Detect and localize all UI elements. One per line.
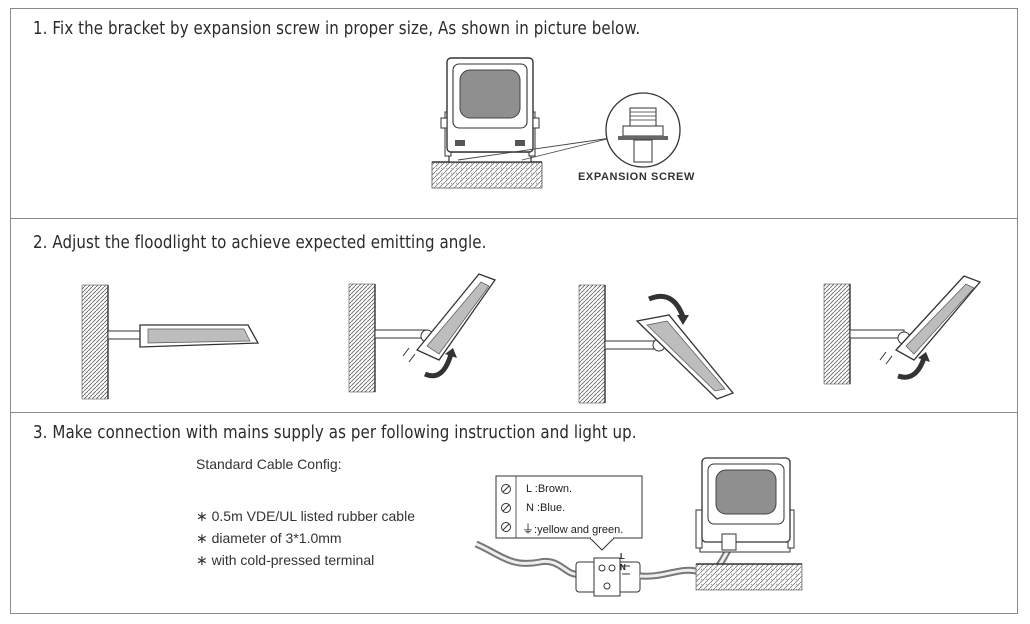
step-2-angle-position-1 [81,284,260,400]
block-label-neutral: N [620,563,626,572]
terminal-earth-label: ⏚:yellow and green. [522,520,623,537]
step-2-angle-position-2 [348,273,497,393]
step-3-section: 3. Make connection with mains supply as … [11,413,1017,613]
terminal-earth-text: :yellow and green. [534,524,624,536]
step-2-title: 2. Adjust the floodlight to achieve expe… [33,233,487,253]
cable-config-list: ∗ 0.5m VDE/UL listed rubber cable ∗ diam… [196,505,415,571]
step-2-section: 2. Adjust the floodlight to achieve expe… [11,219,1017,413]
ground-block [431,161,543,189]
cable-config-item: ∗ 0.5m VDE/UL listed rubber cable [196,508,415,524]
step-2-angle-position-4 [823,275,982,385]
earth-icon: ⏚ [522,522,535,536]
terminal-neutral-label: N :Blue. [526,502,566,514]
floodlight-lens [459,69,521,119]
instruction-sheet: 1. Fix the bracket by expansion screw in… [10,8,1018,614]
cable-config-item: ∗ diameter of 3*1.0mm [196,530,342,546]
step-2-angle-position-3 [578,284,735,404]
step-3-title: 3. Make connection with mains supply as … [33,423,637,443]
step-1-section: 1. Fix the bracket by expansion screw in… [11,9,1017,219]
block-label-live: L [620,552,625,561]
step-1-floodlight-illustration [431,57,681,189]
terminal-live-label: L :Brown. [526,483,573,495]
mains-cable [474,540,579,578]
expansion-screw-label: EXPANSION SCREW [578,171,695,183]
expansion-screw-callout [605,92,681,168]
cable-config-title: Standard Cable Config: [196,456,342,472]
step-3-wiring-illustration [474,457,803,597]
step-1-title: 1. Fix the bracket by expansion screw in… [33,19,641,39]
cable-config-item: ∗ with cold-pressed terminal [196,552,375,568]
terminal-legend-box [495,475,643,539]
